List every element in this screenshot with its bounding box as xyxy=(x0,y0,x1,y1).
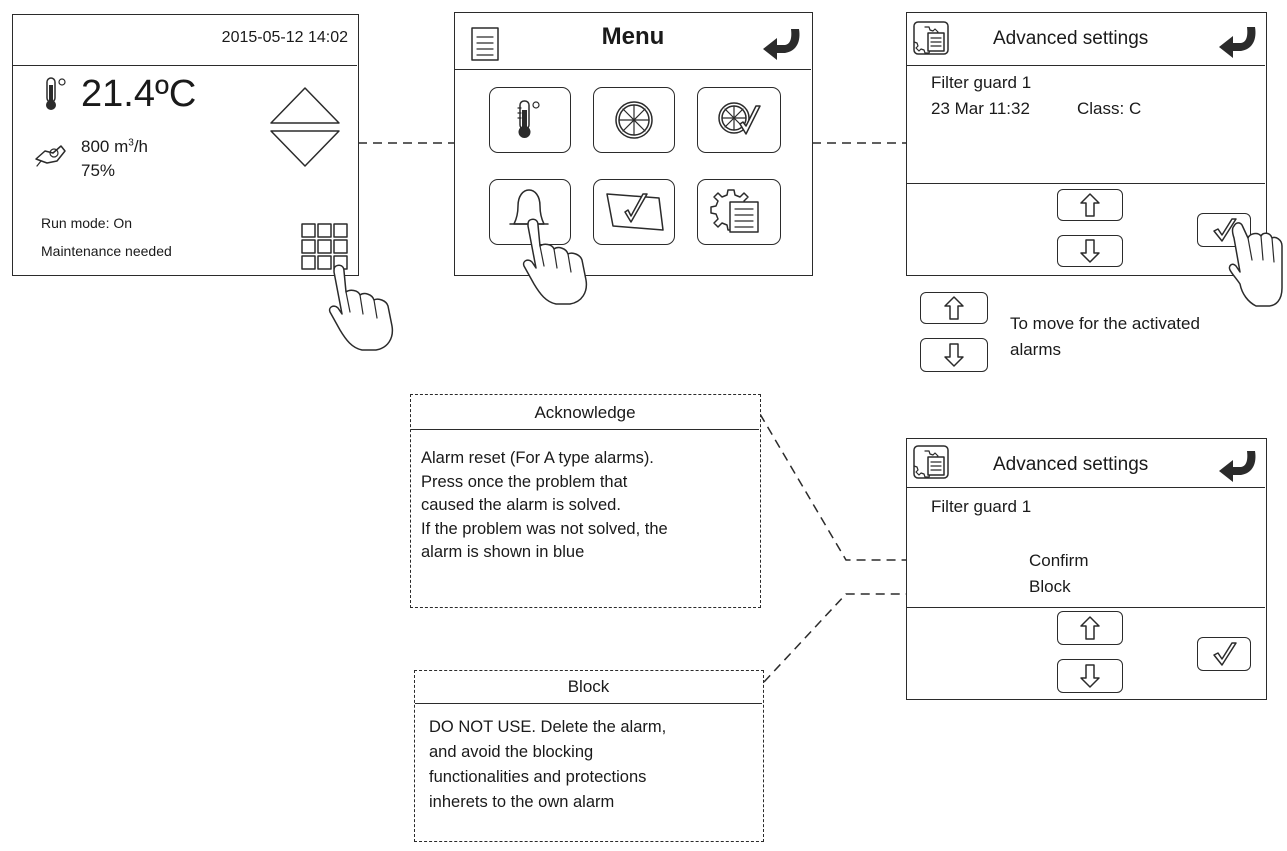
thermometer-icon xyxy=(517,100,540,138)
back-arrow-icon[interactable] xyxy=(1217,25,1257,59)
pointing-hand-icon xyxy=(328,264,394,351)
alarm-screen-title: Advanced settings xyxy=(993,454,1149,475)
alarm-name[interactable]: Filter guard 1 xyxy=(931,73,1032,92)
alarm-class: Class: C xyxy=(1077,99,1142,118)
legend-down-button xyxy=(920,338,988,372)
fan-icon xyxy=(35,145,66,167)
arrow-down-icon xyxy=(944,343,964,367)
alarm-header-divider xyxy=(907,65,1265,66)
confirm-check-button[interactable] xyxy=(1197,637,1251,671)
datetime: 2015-05-12 14:02 xyxy=(221,29,348,46)
home-screen: 2015-05-12 14:02 21.4ºC 800 m3/h 75% Run… xyxy=(12,14,359,276)
airflow-superscript: 3 xyxy=(128,137,134,149)
menu-header-divider xyxy=(455,69,811,70)
block-line: and avoid the blocking xyxy=(429,743,594,761)
acknowledge-title-divider xyxy=(411,429,759,430)
option-confirm[interactable]: Confirm xyxy=(1029,551,1089,570)
check-icon xyxy=(1213,218,1237,242)
acknowledge-line: If the problem was not solved, the xyxy=(421,519,668,538)
acknowledge-line: alarm is shown in blue xyxy=(421,543,585,561)
check-icon xyxy=(1213,642,1237,666)
thermometer-icon xyxy=(46,77,66,110)
alarm-name: Filter guard 1 xyxy=(931,497,1032,516)
acknowledge-note-body: Alarm reset (For A type alarms). Press o… xyxy=(421,447,668,565)
arrow-up-icon xyxy=(944,296,964,320)
legend-text-line2: alarms xyxy=(1010,340,1062,359)
fan-settings-menu-button[interactable] xyxy=(697,87,781,153)
block-line: inherets to the own alarm xyxy=(429,793,615,811)
scroll-down-button[interactable] xyxy=(1057,235,1123,267)
acknowledge-line: Alarm reset (For A type alarms). xyxy=(421,449,654,467)
temperature-value: 21.4ºC xyxy=(81,73,197,115)
home-header-divider xyxy=(13,65,357,66)
pointing-hand-icon xyxy=(1228,222,1283,307)
option-block[interactable]: Block xyxy=(1029,577,1071,596)
settings-document-icon[interactable] xyxy=(913,445,951,481)
alarm-header-divider xyxy=(907,487,1265,488)
acknowledge-note: Acknowledge Alarm reset (For A type alar… xyxy=(410,394,761,608)
fan-percent: 75% xyxy=(81,161,116,180)
arrow-up-icon xyxy=(1080,616,1100,640)
alarm-screen-1: Advanced settings Filter guard 1 23 Mar … xyxy=(906,12,1267,276)
airflow-number: 800 m xyxy=(81,137,129,156)
legend-text-line1: To move for the activated xyxy=(1010,314,1200,333)
back-arrow-icon[interactable] xyxy=(761,27,801,61)
menu-screen: Menu xyxy=(454,12,813,276)
alarm-screen-2: Advanced settings Filter guard 1 Confirm… xyxy=(906,438,1267,700)
temperature-menu-button[interactable] xyxy=(489,87,571,153)
settings-document-icon[interactable] xyxy=(913,21,951,57)
scroll-down-button[interactable] xyxy=(1057,659,1123,693)
run-mode: Run mode: On xyxy=(41,215,133,231)
arrow-down-icon xyxy=(1080,239,1100,263)
block-line: DO NOT USE. Delete the alarm, xyxy=(429,718,667,736)
back-arrow-icon[interactable] xyxy=(1217,449,1257,483)
block-title-divider xyxy=(415,703,762,704)
airflow-unit: /h xyxy=(133,137,148,156)
maintenance-status: Maintenance needed xyxy=(41,243,172,259)
fan-icon xyxy=(615,101,653,139)
block-note: Block DO NOT USE. Delete the alarm, and … xyxy=(414,670,764,842)
alarm-time[interactable]: 23 Mar 11:32 xyxy=(931,99,1030,118)
block-note-title: Block xyxy=(567,677,610,696)
settings-document-icon xyxy=(710,189,759,233)
menu-grid-icon[interactable] xyxy=(301,223,349,271)
checklist-menu-button[interactable] xyxy=(593,179,675,245)
up-down-arrow-icon[interactable] xyxy=(269,85,341,169)
acknowledge-line: Press once the problem that xyxy=(421,472,628,491)
advanced-settings-menu-button[interactable] xyxy=(697,179,781,245)
airflow-value: 800 m3/h xyxy=(81,137,148,157)
fan-menu-button[interactable] xyxy=(593,87,675,153)
alarm-screen-title: Advanced settings xyxy=(993,28,1149,49)
pointing-hand-icon xyxy=(522,218,588,305)
arrow-up-icon xyxy=(1080,193,1100,217)
fan-check-icon xyxy=(718,102,761,135)
checklist-icon xyxy=(606,193,664,231)
legend-up-button xyxy=(920,292,988,324)
alarm-footer-divider xyxy=(907,607,1265,608)
scroll-up-button[interactable] xyxy=(1057,189,1123,221)
alarm-footer-divider xyxy=(907,183,1265,184)
scroll-up-button[interactable] xyxy=(1057,611,1123,645)
menu-title: Menu xyxy=(601,23,665,50)
acknowledge-line: caused the alarm is solved. xyxy=(421,496,621,514)
block-note-body: DO NOT USE. Delete the alarm, and avoid … xyxy=(429,715,666,815)
hamburger-menu-icon[interactable] xyxy=(471,27,501,63)
acknowledge-note-title: Acknowledge xyxy=(534,403,636,422)
block-line: functionalities and protections xyxy=(429,768,647,786)
arrow-down-icon xyxy=(1080,664,1100,688)
